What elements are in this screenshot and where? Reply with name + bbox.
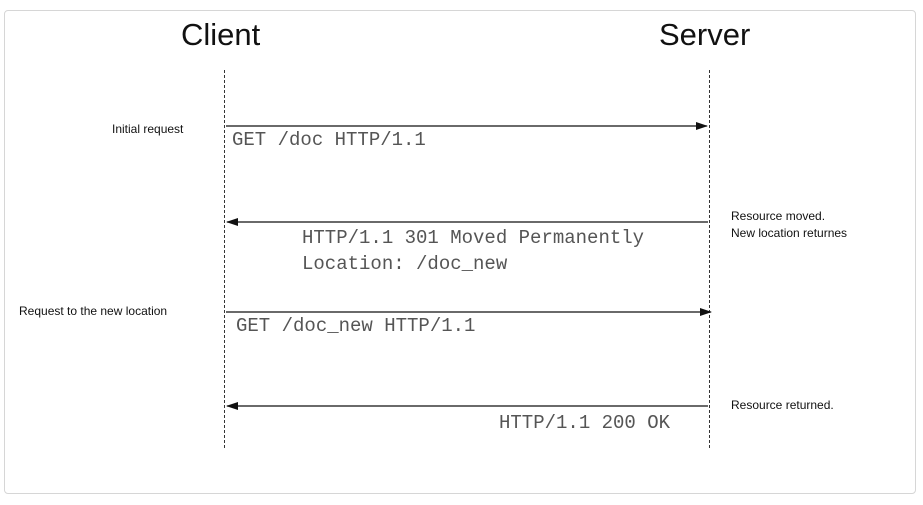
server-lifeline xyxy=(709,70,710,448)
message-301-status: HTTP/1.1 301 Moved Permanently xyxy=(302,227,645,249)
note-resource-moved: Resource moved. xyxy=(731,209,826,223)
message-200-ok: HTTP/1.1 200 OK xyxy=(499,412,671,434)
note-new-location: New location returnes xyxy=(731,226,848,240)
server-actor-label: Server xyxy=(659,17,751,52)
diagram-frame xyxy=(4,10,916,494)
note-initial-request: Initial request xyxy=(112,122,184,136)
client-actor-label: Client xyxy=(181,17,261,52)
note-request-new-location: Request to the new location xyxy=(19,304,168,318)
message-get-doc-new: GET /doc_new HTTP/1.1 xyxy=(236,315,476,337)
message-location-header: Location: /doc_new xyxy=(302,253,508,275)
client-lifeline xyxy=(224,70,225,448)
message-get-doc: GET /doc HTTP/1.1 xyxy=(232,129,426,151)
note-resource-returned: Resource returned. xyxy=(731,398,834,412)
